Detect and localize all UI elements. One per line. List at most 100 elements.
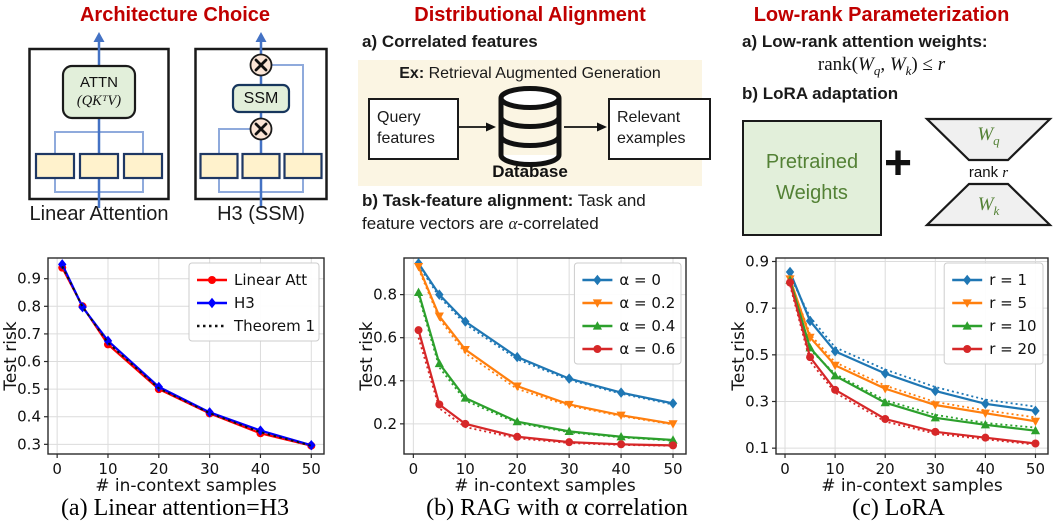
svg-text:20: 20 [876,460,895,478]
svg-text:r = 1: r = 1 [989,271,1027,289]
svg-text:0.6: 0.6 [373,329,397,347]
svg-text:30: 30 [560,460,579,478]
svg-text:50: 50 [663,460,682,478]
caption-a: (a) Linear attention=H3 [60,495,290,521]
svg-text:0: 0 [780,460,790,478]
svg-text:50: 50 [302,460,321,478]
ssm-block-text: SSM [243,89,279,107]
svg-text:Theorem 1: Theorem 1 [233,317,315,335]
token-box [199,152,239,180]
attn-formula: (QKᵀV) [76,93,122,110]
panel-title-lowrank: Low-rank Parameterization [753,4,1010,26]
attn-label: ATTN [79,73,119,91]
query-features-box: Query features [368,98,459,160]
svg-text:α = 0: α = 0 [619,271,661,289]
panel-title-architecture: Architecture Choice [79,4,271,26]
wk-label: Wk [977,194,1000,218]
caption-b: (b) RAG with α correlation [426,495,688,521]
ssm-block [231,83,291,114]
wq-label: Wq [977,124,1000,148]
svg-text:0.9: 0.9 [17,270,41,288]
rag-flow-graphic [450,86,607,167]
linear-attention-diagram [28,32,170,208]
alignment-item-b-line2: feature vectors are α-correlated [362,214,599,233]
alpha-symbol: α [508,214,518,233]
svg-text:0.8: 0.8 [373,286,397,304]
svg-text:r = 5: r = 5 [989,294,1027,312]
alignment-item-a: a) Correlated features [362,32,538,51]
flow-arrowhead [255,32,267,42]
svg-text:α = 0.6: α = 0.6 [619,340,675,358]
lora-trapezoids [924,117,1053,227]
item-b-bold: b) Task-feature alignment: [362,191,574,210]
svg-text:0.7: 0.7 [745,299,769,317]
svg-text:H3: H3 [234,294,255,312]
svg-text:α = 0.2: α = 0.2 [619,294,675,312]
svg-text:0.5: 0.5 [17,380,41,398]
svg-text:0.6: 0.6 [17,353,41,371]
svg-text:0.1: 0.1 [745,439,769,457]
svg-text:20: 20 [508,460,527,478]
pretrained-weights-box: Pretrained Weights [742,120,882,236]
svg-text:Linear Att: Linear Att [234,271,307,289]
plus-sign: + [883,137,913,190]
item-b-rest: Task and [573,191,646,210]
attn-block-text: ATTN (QKᵀV) [63,66,135,118]
alignment-item-b-line1: b) Task-feature alignment: Task and [362,191,646,211]
gate-connector-left [218,128,251,154]
svg-text:40: 40 [976,460,995,478]
svg-text:40: 40 [612,460,631,478]
ex-bold: Ex: [399,65,425,82]
wq-trapezoid [924,117,1053,162]
panel-title-alignment: Distributional Alignment [414,4,646,26]
svg-text:0.8: 0.8 [17,297,41,315]
svg-text:50: 50 [1026,460,1045,478]
svg-text:0: 0 [52,460,62,478]
svg-text:40: 40 [251,460,270,478]
rag-example-caption: Ex: Retrieval Augmented Generation [358,65,702,83]
svg-text:# in-context samples: # in-context samples [821,476,1003,496]
lowrank-item-b: b) LoRA adaptation [742,84,899,103]
flow-arrowhead [93,32,105,42]
svg-text:Test risk: Test risk [730,321,749,391]
diagram-label-linear-attention: Linear Attention [29,203,169,225]
bypass-connector-right [271,64,304,154]
caption-c: (c) LoRA [852,495,945,521]
h3-ssm-diagram [194,32,328,208]
diagram-label-h3: H3 (SSM) [217,203,305,225]
svg-text:r = 10: r = 10 [989,317,1036,335]
database-label: Database [492,162,568,181]
svg-text:10: 10 [98,460,117,478]
chart-lora-rank: 0 10 20 30 40 50 0.1 0.3 0.5 0.7 0.9 # in-context s… [730,253,1049,496]
svg-text:0.2: 0.2 [373,415,397,433]
token-box [78,152,120,180]
rank-constraint-formula: rank(Wq, Wk) ≤ r [817,54,946,78]
token-box [241,152,281,180]
rank-r-label: rank r [968,164,1009,181]
svg-text:# in-context samples: # in-context samples [95,476,277,496]
svg-text:0.5: 0.5 [745,346,769,364]
ex-rest: Retrieval Augmented Generation [424,65,661,82]
svg-text:30: 30 [926,460,945,478]
svg-text:α = 0.4: α = 0.4 [619,317,675,335]
attn-block [61,64,137,120]
relevant-examples-box: Relevant examples [608,98,711,160]
svg-text:0.7: 0.7 [17,325,41,343]
token-box [122,152,164,180]
svg-text:0: 0 [409,460,419,478]
token-box [283,152,323,180]
svg-text:r = 20: r = 20 [989,340,1036,358]
svg-text:0.9: 0.9 [745,253,769,271]
token-box [34,152,76,180]
svg-text:10: 10 [826,460,845,478]
svg-text:Test risk: Test risk [358,321,377,391]
svg-text:20: 20 [149,460,168,478]
svg-text:10: 10 [456,460,475,478]
svg-text:# in-context samples: # in-context samples [454,476,636,496]
svg-text:0.3: 0.3 [745,393,769,411]
svg-text:0.4: 0.4 [17,408,41,426]
svg-text:0.3: 0.3 [17,435,41,453]
